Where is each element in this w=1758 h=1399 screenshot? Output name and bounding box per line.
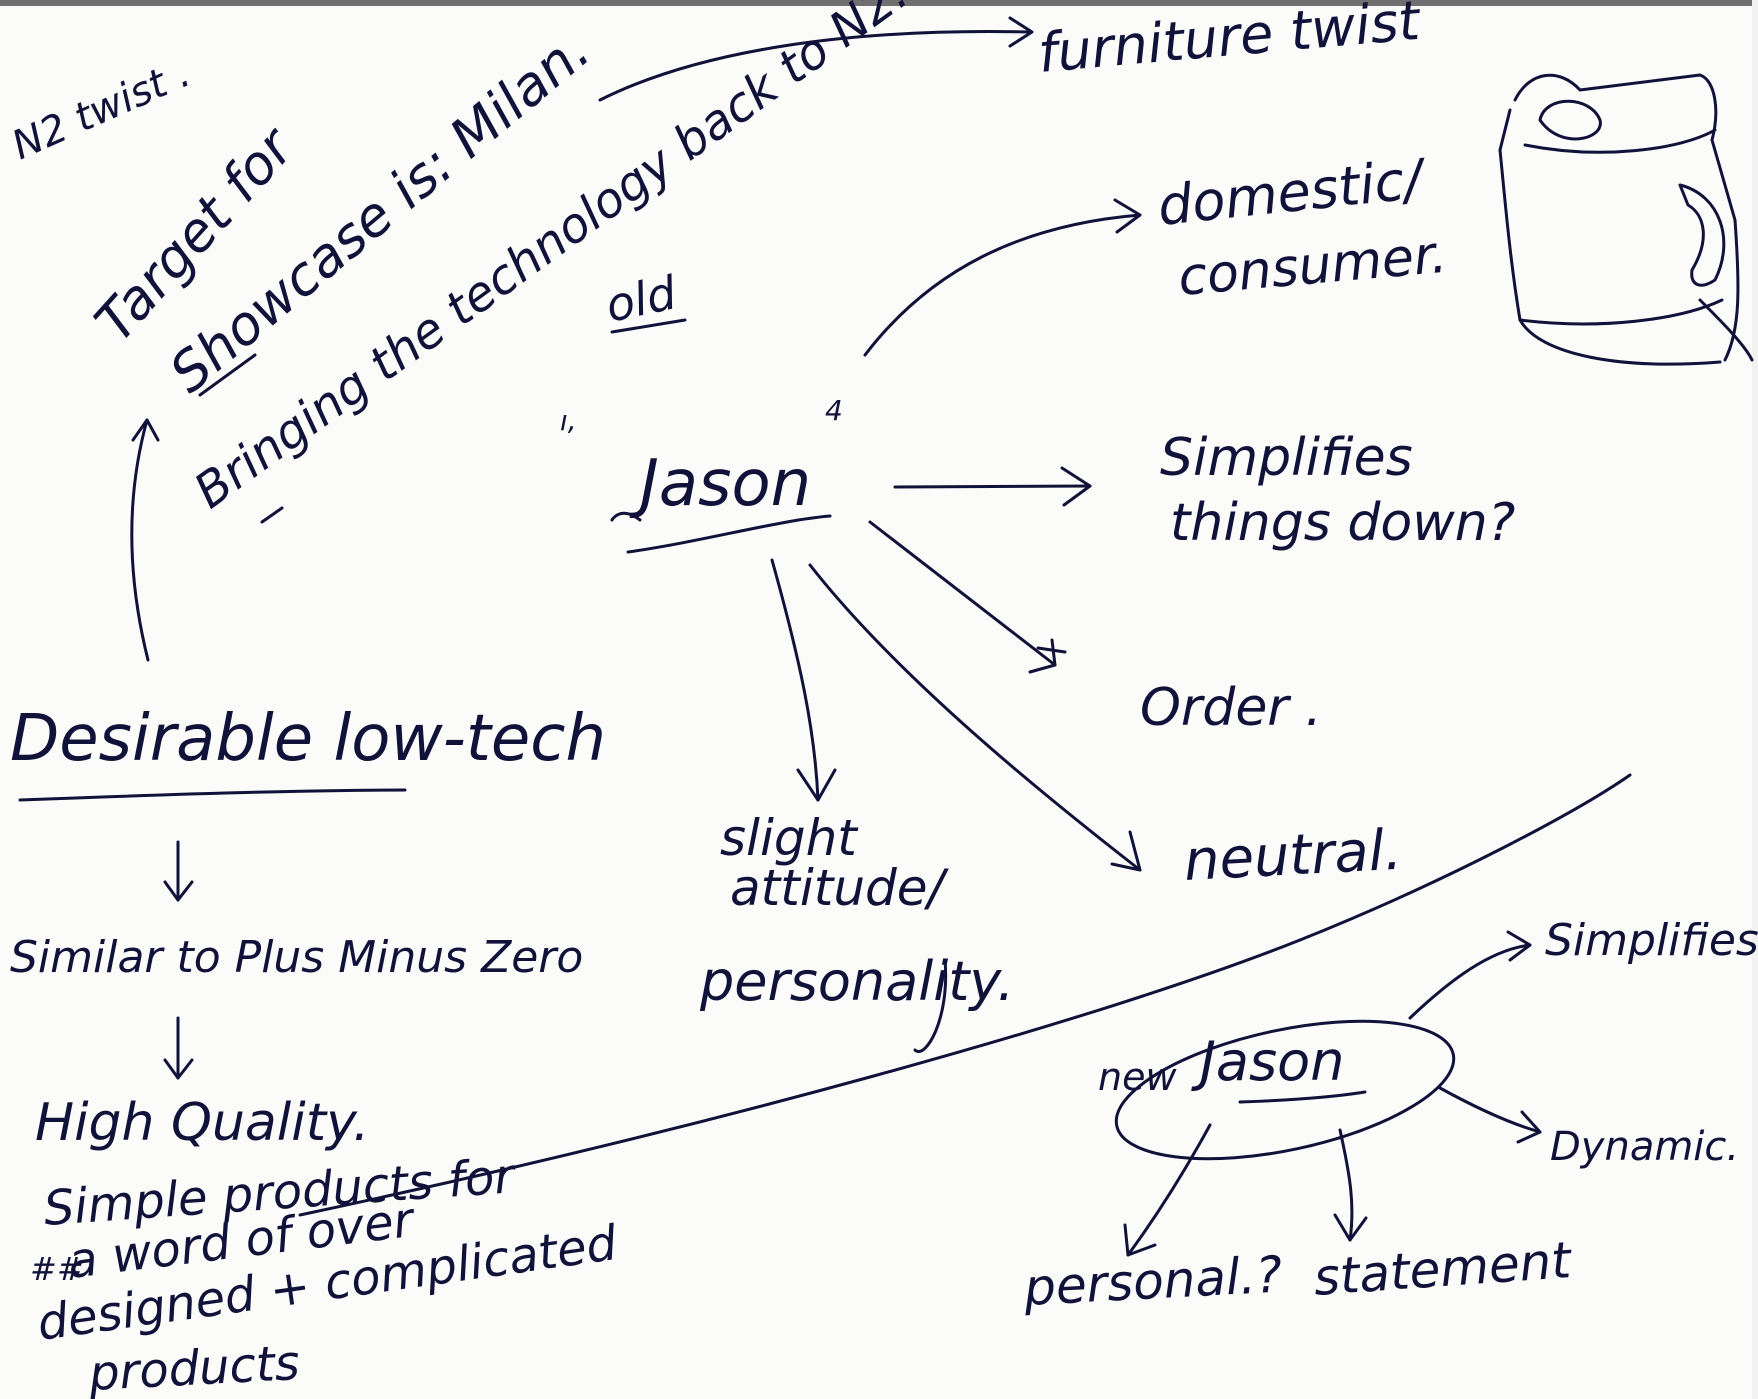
new-jason-underline: [1238, 1090, 1367, 1104]
scan-right-edge: [1752, 0, 1758, 1399]
new-jason-prefix: new: [1098, 1055, 1177, 1099]
node-jason: Jason: [629, 447, 811, 521]
node-simplifies-line1: Simplifies: [1160, 428, 1413, 488]
node-desirable-low-tech: Desirable low-tech: [10, 702, 606, 776]
node-simplifies-line2: things down?: [1170, 493, 1515, 553]
node-neutral: neutral.: [1182, 818, 1403, 894]
arrow-head-slight: [796, 768, 837, 802]
divider-curve: [298, 773, 1632, 1217]
new-jason-bubble: [1114, 1019, 1456, 1161]
node-dynamic: Dynamic.: [1550, 1124, 1739, 1170]
note-simple-products-4: products: [87, 1335, 301, 1399]
node-order: Order .: [1140, 678, 1322, 738]
arrow-to-neutral: [808, 563, 1142, 872]
node-personal: personal.?: [1022, 1246, 1284, 1317]
arrow-to-dynamic: [1438, 1086, 1542, 1134]
node-slight: slight: [720, 809, 859, 867]
desirable-underline: [18, 788, 407, 802]
arrow-head-statement: [1333, 1213, 1368, 1242]
node-statement: statement: [1312, 1231, 1575, 1307]
arrow-head-simplifies: [1060, 466, 1092, 507]
arrow-head-personal: [1123, 1223, 1157, 1257]
node-consumer: consumer.: [1176, 225, 1449, 308]
node-new-jason: Jason: [1191, 1030, 1344, 1093]
node-high-quality: High Quality.: [35, 1093, 369, 1153]
arrow-head-order: [1028, 638, 1067, 674]
arrow-head-up: [131, 418, 160, 442]
node-similar-to-plus-minus-zero: Similar to Plus Minus Zero: [10, 932, 583, 983]
arrow-head-domestic: [1113, 198, 1142, 234]
node-attitude: attitude/: [730, 859, 950, 917]
note-n2-twist: N2 twist .: [5, 50, 197, 169]
note-furniture-twist: furniture twist: [1036, 0, 1424, 85]
arrow-to-statement: [1338, 1128, 1354, 1242]
arrow-head-dynamic: [1516, 1110, 1542, 1144]
arrow-up-to-target: [130, 418, 150, 662]
arrow-head-neutral: [1110, 830, 1142, 872]
arrow-to-furniture-twist: [598, 30, 1032, 102]
arrow-to-order: [868, 520, 1057, 667]
bringing-underline: [260, 506, 284, 524]
arrow-head-furniture: [1008, 16, 1034, 48]
node-simplifies-new: Simplifies: [1545, 915, 1758, 966]
personality-tail: [913, 958, 948, 1053]
arrow-head-down-1: [163, 880, 194, 902]
arrow-to-personal: [1126, 1123, 1212, 1257]
arrow-to-simplifies-new: [1408, 943, 1532, 1020]
scan-top-edge: [0, 0, 1758, 6]
jason-quote-mark-left: ı,: [560, 404, 577, 437]
arrow-head-down-2: [163, 1058, 194, 1080]
old-underline: [610, 318, 687, 334]
jason-hook: [610, 511, 642, 522]
arrow-head-simplifies-new: [1506, 930, 1532, 962]
arrow-to-simplifies: [893, 484, 1092, 489]
jason-quote-mark-right: 4: [825, 394, 843, 427]
node-domestic: domestic/: [1155, 147, 1431, 238]
node-personality: personality.: [699, 950, 1014, 1013]
arrow-to-domestic: [863, 213, 1142, 357]
hash-mark: ##: [30, 1250, 84, 1288]
jason-underline: [626, 514, 832, 554]
arrow-to-slight-attitude: [770, 558, 820, 802]
showcase-underline: [198, 353, 257, 397]
kettle-sketch-icon: [1498, 73, 1754, 366]
